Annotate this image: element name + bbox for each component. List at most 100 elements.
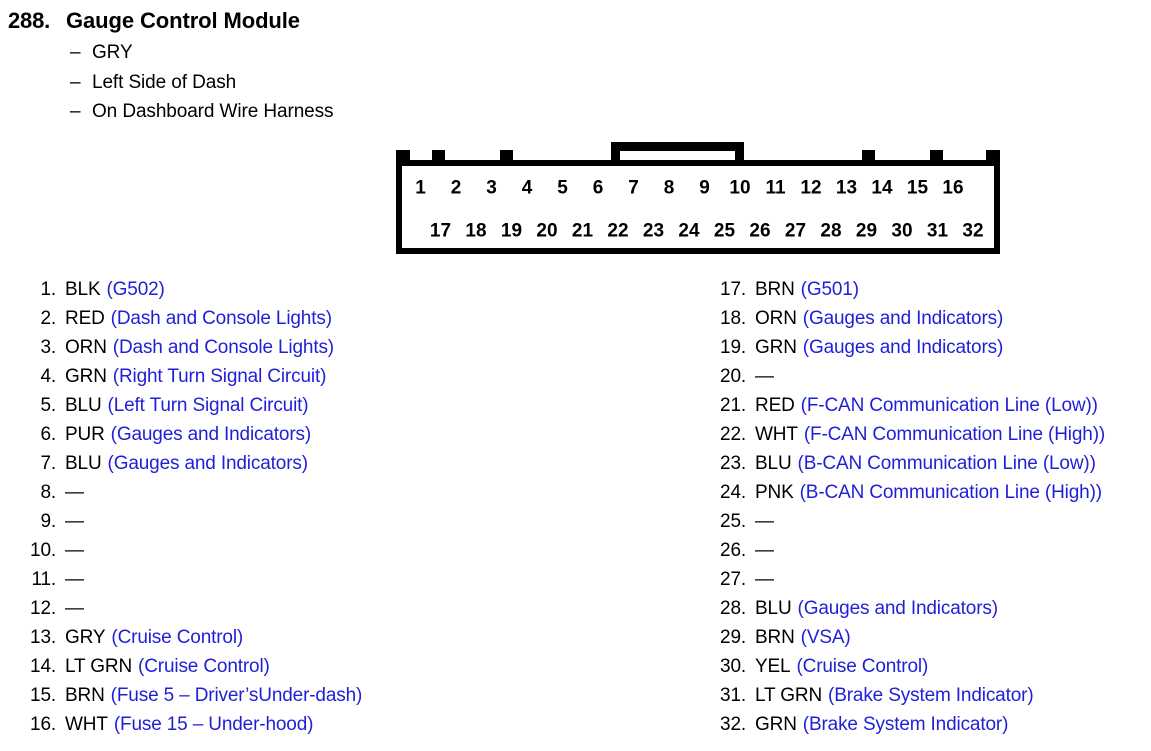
pin-circuit-description: (Gauges and Indicators) <box>802 337 1004 358</box>
pin-number: 11. <box>31 569 56 590</box>
bullet-dash: – <box>70 72 81 93</box>
pin-number: 16. <box>30 714 56 735</box>
pin-number: 21. <box>720 395 746 416</box>
pin-number: 18. <box>720 308 746 329</box>
connector-tab-2 <box>500 150 513 162</box>
pin-number: 27. <box>720 569 746 590</box>
pin-list-left: 1.BLK(G502)2.RED(Dash and Console Lights… <box>16 275 576 739</box>
connector-pin-number: 28 <box>820 221 841 242</box>
pin-unused-dash: — <box>65 569 84 590</box>
pin-list-right: 17.BRN(G501)18.ORN(Gauges and Indicators… <box>706 275 1151 739</box>
pin-row: 9.— <box>16 507 576 536</box>
pin-circuit-description: (F-CAN Communication Line (Low)) <box>800 395 1098 416</box>
pin-circuit-description: (G501) <box>800 279 859 300</box>
pin-wire-color: GRN <box>755 714 797 735</box>
connector-pin-number: 22 <box>607 221 628 242</box>
pin-wire-color: LT GRN <box>65 656 133 677</box>
connector-pin-number: 8 <box>664 177 675 198</box>
subtitle-text-2: On Dashboard Wire Harness <box>92 101 334 122</box>
pin-unused-dash: — <box>65 598 84 619</box>
pin-number: 22. <box>720 424 746 445</box>
pin-number: 19. <box>720 337 746 358</box>
subtitle-text-0: GRY <box>92 42 133 63</box>
pin-cell-top <box>652 166 686 207</box>
subtitle-location: –Left Side of Dash <box>70 72 236 94</box>
pin-cell-bottom <box>921 211 954 248</box>
pin-row: 11. — <box>16 565 576 594</box>
pin-wire-color: BLU <box>65 453 102 474</box>
pin-unused-dash: — <box>65 540 84 561</box>
pin-cell-bottom <box>530 211 564 248</box>
bullet-dash: – <box>70 42 81 63</box>
pin-cell-top <box>546 166 579 207</box>
pin-cell-bottom <box>424 211 457 248</box>
bullet-dash: – <box>70 101 81 122</box>
connector-pin-cells <box>404 166 990 248</box>
pin-row: 16.WHT(Fuse 15 – Under-hood) <box>16 710 576 739</box>
pin-number: 12. <box>30 598 56 619</box>
connector-pin-number: 7 <box>628 177 639 198</box>
subtitle-text-1: Left Side of Dash <box>92 72 237 93</box>
pin-cell-top <box>830 166 863 207</box>
module-title: Gauge Control Module <box>66 8 300 33</box>
pin-row: 18. ORN(Gauges and Indicators) <box>706 304 1151 333</box>
pin-circuit-description: (Gauges and Indicators) <box>802 308 1004 329</box>
pin-circuit-description: (B-CAN Communication Line (Low)) <box>797 453 1096 474</box>
connector-pin-number: 14 <box>871 177 893 198</box>
pin-row: 4.GRN(Right Turn Signal Circuit) <box>16 362 576 391</box>
pin-number: 26. <box>720 540 746 561</box>
pin-row: 26.— <box>706 536 1151 565</box>
connector-tab-4 <box>930 150 943 162</box>
connector-pin-number: 6 <box>593 177 604 198</box>
pin-row: 2.RED(Dash and Console Lights) <box>16 304 576 333</box>
pin-wire-color: BRN <box>755 627 795 648</box>
pin-number: 9. <box>40 511 56 532</box>
pin-unused-dash: — <box>755 511 774 532</box>
pin-wire-color: ORN <box>755 308 797 329</box>
connector-pin-number: 25 <box>714 221 736 242</box>
pin-number: 8. <box>40 482 56 503</box>
connector-pin-number: 18 <box>465 221 486 242</box>
pin-row: 25. — <box>706 507 1151 536</box>
connector-pin-number: 16 <box>942 177 963 198</box>
pin-number: 32. <box>720 714 746 735</box>
subtitle-harness: –On Dashboard Wire Harness <box>70 101 334 123</box>
pin-circuit-description: (Brake System Indicator) <box>802 714 1009 735</box>
pin-number: 6. <box>40 424 56 445</box>
pin-cell-top <box>688 166 721 207</box>
pin-number: 13. <box>30 627 56 648</box>
pin-unused-dash: — <box>755 366 774 387</box>
connector-left-shoulder <box>396 150 410 162</box>
pin-row: 30.YEL(Cruise Control) <box>706 652 1151 681</box>
pin-cell-top <box>581 166 615 207</box>
pin-cell-top <box>404 166 437 207</box>
pin-circuit-description: (Gauges and Indicators) <box>110 424 312 445</box>
pin-row: 21.RED(F-CAN Communication Line (Low)) <box>706 391 1151 420</box>
pin-number: 24. <box>720 482 746 503</box>
pin-cell-top <box>475 166 508 207</box>
connector-pin-number: 11 <box>765 177 786 198</box>
pin-row: 22.WHT(F-CAN Communication Line (High)) <box>706 420 1151 449</box>
pin-row: 6. PUR(Gauges and Indicators) <box>16 420 576 449</box>
connector-tab-3 <box>862 150 875 162</box>
pin-wire-color: BRN <box>755 279 795 300</box>
pin-row: 27.— <box>706 565 1151 594</box>
pin-number: 31. <box>720 685 746 706</box>
connector-pin-number: 26 <box>749 221 770 242</box>
pin-wire-color: WHT <box>755 424 798 445</box>
connector-right-shoulder <box>986 150 1000 162</box>
pin-circuit-description: (Gauges and Indicators) <box>107 453 309 474</box>
connector-tab-1 <box>432 150 445 162</box>
pin-wire-color: BRN <box>65 685 105 706</box>
module-number: 288. <box>8 8 51 33</box>
connector-pin-number: 27 <box>785 221 806 242</box>
pin-circuit-description: (Right Turn Signal Circuit) <box>112 366 327 387</box>
pin-number: 29. <box>720 627 746 648</box>
pin-row: 32. GRN(Brake System Indicator) <box>706 710 1151 739</box>
pin-cell-bottom <box>566 211 599 248</box>
pin-wire-color: PUR <box>65 424 105 445</box>
connector-pin-number: 12 <box>800 177 821 198</box>
pin-number: 25. <box>720 511 746 532</box>
pin-circuit-description: (Cruise Control) <box>138 656 270 677</box>
